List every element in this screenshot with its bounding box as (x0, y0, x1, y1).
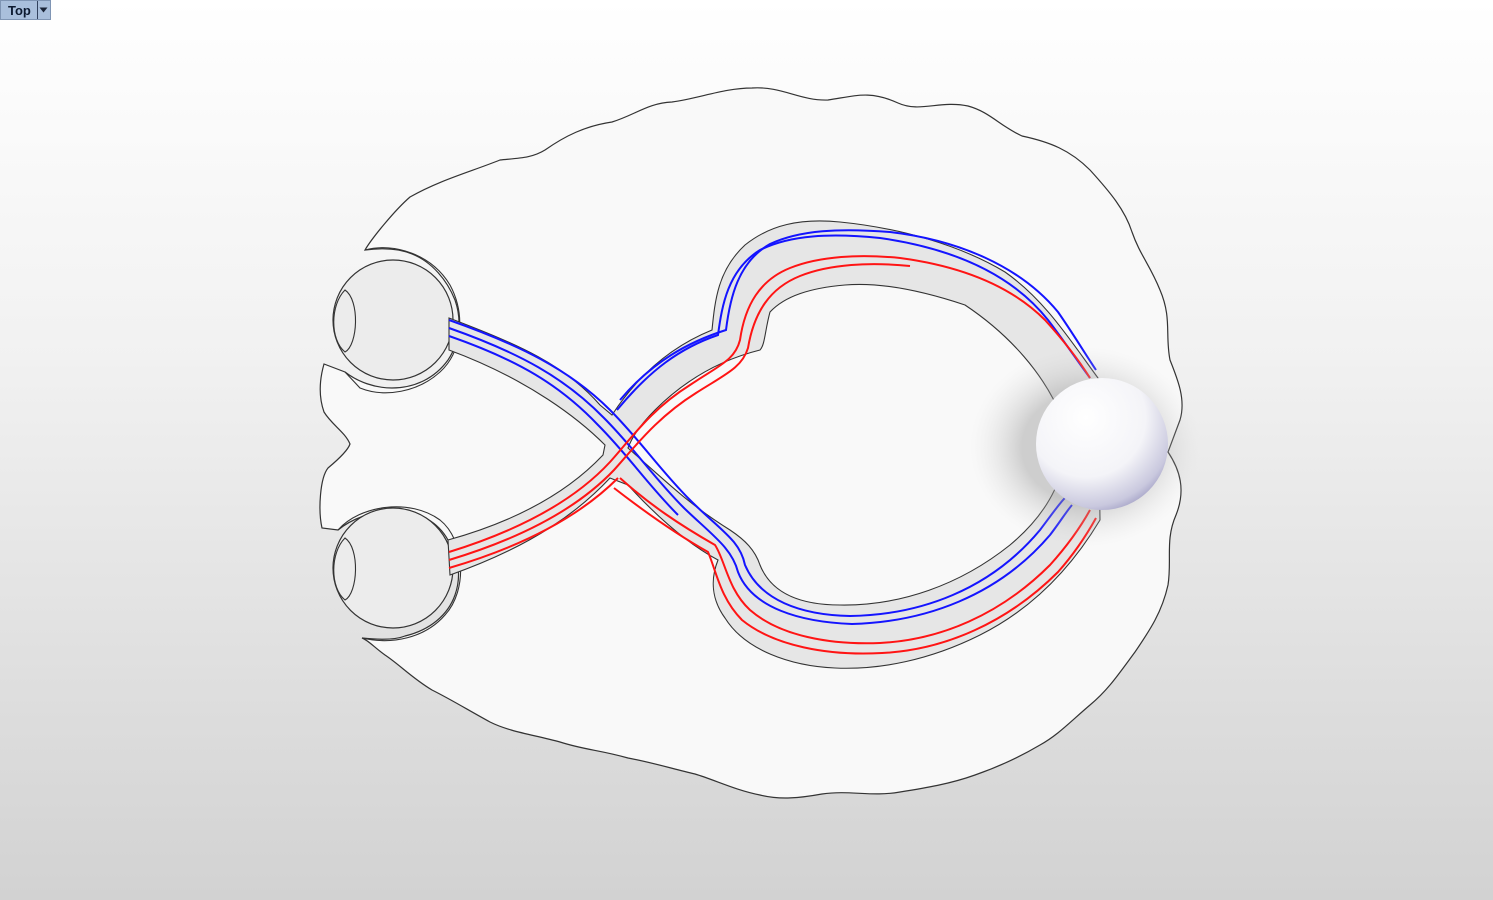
blue-fiber-3 (448, 335, 679, 516)
blue-fiber-5 (619, 229, 1097, 401)
red-fiber-2 (448, 263, 911, 561)
red-fiber-bundle (448, 255, 1097, 655)
viewport-name-label[interactable]: Top (8, 3, 31, 18)
right-eye (332, 506, 462, 642)
chevron-down-icon (39, 7, 48, 13)
right-cornea (333, 537, 357, 601)
left-eye (332, 247, 461, 394)
blue-fiber-bundle (448, 229, 1097, 626)
viewport-menu-button[interactable] (36, 1, 50, 19)
red-fiber-5 (613, 487, 1097, 655)
red-fiber-4 (619, 477, 1091, 645)
blue-fiber-2 (448, 327, 1073, 626)
sphere (1036, 378, 1168, 510)
red-fiber-3 (448, 477, 619, 569)
left-cornea (333, 289, 357, 353)
blue-fiber-1 (448, 319, 1069, 618)
viewport-title-tab[interactable]: Top (0, 0, 51, 20)
red-fiber-1 (448, 255, 1091, 553)
blue-fiber-4 (616, 234, 1091, 411)
